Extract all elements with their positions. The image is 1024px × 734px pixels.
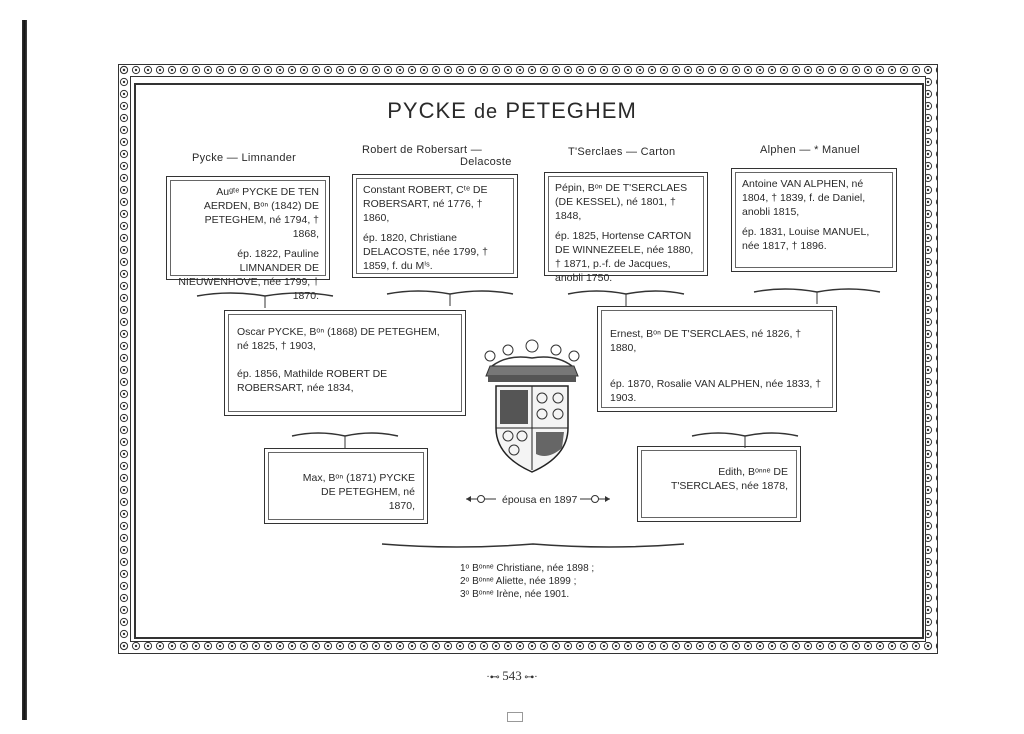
ancestor-box-pycke: Auᵍᵗᵉ PYCKE DE TEN AERDEN, Bᵒⁿ (1842) DE… (166, 176, 330, 302)
ancestor-box-tserclaes: Pépin, Bᵒⁿ DE T'SERCLAES (DE KESSEL), né… (544, 172, 708, 284)
box-text: Constant ROBERT, Cᵗᵉ DE ROBERSART, né 17… (363, 184, 488, 224)
box-text: Antoine VAN ALPHEN, né 1804, † 1839, f. … (742, 178, 866, 218)
page-title: PYCKE de PETEGHEM (0, 98, 1024, 124)
connector-brace (196, 292, 334, 308)
family-heading-1: Pycke — Limnander (192, 152, 297, 164)
footer-mark (507, 712, 523, 722)
child-box-max: Max, Bᵒⁿ (1871) PYCKE DE PETEGHEM, né 18… (264, 448, 428, 524)
connector-brace (291, 432, 399, 448)
family-heading-4: Alphen — * Manuel (760, 144, 860, 156)
ancestor-box-robersart: Constant ROBERT, Cᵗᵉ DE ROBERSART, né 17… (352, 174, 518, 278)
box-text: ép. 1856, Mathilde ROBERT DE ROBERSART, … (237, 368, 388, 394)
box-text: Auᵍᵗᵉ PYCKE DE TEN AERDEN, Bᵒⁿ (1842) DE… (203, 186, 319, 240)
parent-box-oscar: Oscar PYCKE, Bᵒⁿ (1868) DE PETEGHEM, né … (224, 310, 466, 416)
coat-of-arms-icon (484, 339, 580, 473)
list-item: 2ᵒ Bᵒⁿⁿᵉ Aliette, née 1899 ; (460, 576, 577, 587)
inner-frame (134, 83, 924, 639)
title-main: PYCKE (387, 98, 467, 123)
list-item: 1ᵒ Bᵒⁿⁿᵉ Christiane, née 1898 ; (460, 563, 595, 574)
box-text: ép. 1831, Louise MANUEL, née 1817, † 189… (742, 226, 870, 252)
family-heading-2b: Delacoste (460, 156, 512, 168)
box-text: ép. 1870, Rosalie VAN ALPHEN, née 1833, … (610, 378, 822, 404)
marriage-text: épousa en 1897 (502, 494, 578, 506)
box-text: ép. 1820, Christiane DELACOSTE, née 1799… (363, 232, 488, 272)
list-item: 3ᵒ Bᵒⁿⁿᵉ Irène, née 1901. (460, 589, 570, 600)
ornamental-border (118, 64, 938, 654)
connector-brace (753, 288, 881, 304)
title-de: de (473, 101, 499, 123)
page-ornament-left: ·⊷ (486, 672, 503, 683)
connector-brace (567, 290, 685, 306)
child-box-edith: Edith, Bᵒⁿⁿᵉ DE T'SERCLAES, née 1878, (637, 446, 801, 522)
connector-brace-children (381, 543, 685, 548)
box-text: Pépin, Bᵒⁿ DE T'SERCLAES (DE KESSEL), né… (555, 182, 688, 222)
page-ornament-right: ⊶· (521, 672, 538, 683)
marriage-ornament-left (466, 495, 496, 503)
parent-box-ernest: Ernest, Bᵒⁿ DE T'SERCLAES, né 1826, † 18… (597, 306, 837, 412)
family-heading-2a: Robert de Robersart — (362, 144, 483, 156)
marriage-ornament-right (580, 495, 610, 503)
ancestor-box-alphen: Antoine VAN ALPHEN, né 1804, † 1839, f. … (731, 168, 897, 272)
box-text: Oscar PYCKE, Bᵒⁿ (1868) DE PETEGHEM, né … (237, 326, 440, 352)
crown-icon (484, 339, 580, 382)
page-number-text: 543 (502, 668, 522, 683)
family-heading-3: T'Serclaes — Carton (568, 146, 676, 158)
page-number: ·⊷ 543 ⊶· (0, 668, 1024, 684)
box-text: Max, Bᵒⁿ (1871) PYCKE DE PETEGHEM, né 18… (302, 472, 415, 512)
box-text: Edith, Bᵒⁿⁿᵉ DE T'SERCLAES, née 1878, (671, 466, 788, 492)
children-list: 1ᵒ Bᵒⁿⁿᵉ Christiane, née 1898 ; 2ᵒ Bᵒⁿⁿᵉ… (460, 562, 594, 601)
box-text: Ernest, Bᵒⁿ DE T'SERCLAES, né 1826, † 18… (610, 328, 802, 354)
book-spine-shadow (22, 20, 27, 720)
box-text: ép. 1825, Hortense CARTON DE WINNEZEELE,… (555, 230, 694, 284)
title-name: PETEGHEM (505, 98, 637, 123)
connector-brace (691, 432, 799, 448)
connector-brace (386, 290, 514, 306)
